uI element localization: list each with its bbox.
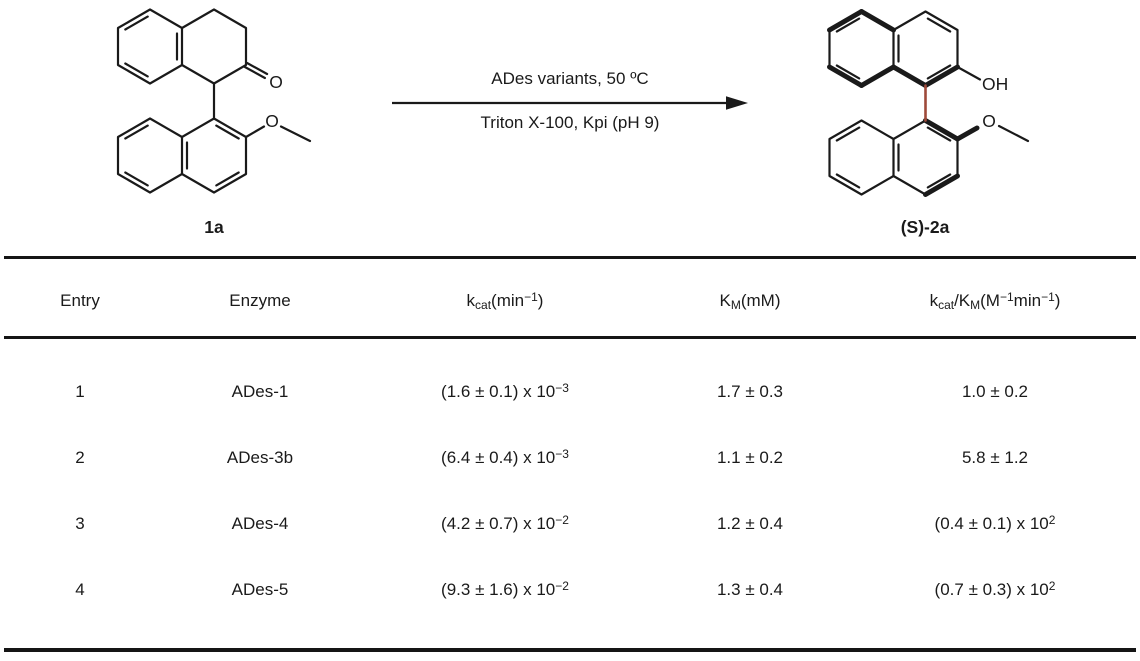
- kcat-value: (9.3 ± 1.6) x 10: [441, 580, 556, 599]
- table-row: 3 ADes-4 (4.2 ± 0.7) x 10−2 1.2 ± 0.4 (0…: [0, 491, 1140, 557]
- reaction-arrow: [392, 96, 748, 110]
- ratio-value: (0.7 ± 0.3) x 10: [934, 580, 1049, 599]
- cell-enzyme: ADes-4: [231, 514, 289, 533]
- conditions-line-1: ADes variants, 50 ºC: [491, 69, 648, 88]
- cell-ratio: 1.0 ± 0.2: [850, 382, 1140, 402]
- kcat-unit: (min: [491, 291, 525, 310]
- substrate-label: 1a: [204, 217, 224, 237]
- cell-km: 1.2 ± 0.4: [716, 514, 784, 533]
- ratio-k: k: [929, 291, 939, 310]
- product-label: (S)-2a: [901, 217, 950, 237]
- ratio-unit-open: (M: [980, 291, 1000, 310]
- header-entry: Entry: [60, 291, 100, 310]
- ratio-exponent-2: −1: [1041, 290, 1055, 304]
- ratio-value-exponent: 2: [1048, 579, 1056, 593]
- cell-entry: 3: [75, 514, 85, 533]
- ratio-exponent-1: −1: [999, 290, 1014, 304]
- header-enzyme: Enzyme: [229, 291, 291, 310]
- scheme-canvas: O O 1a ADes variants, 50 ºC Triton X-100…: [116, 8, 1030, 237]
- product-methoxy-oxygen-label: O: [982, 111, 996, 131]
- conditions-line-2: Triton X-100, Kpi (pH 9): [481, 113, 660, 132]
- table-row: 2 ADes-3b (6.4 ± 0.4) x 10−3 1.1 ± 0.2 5…: [0, 425, 1140, 491]
- product-structure: [828, 10, 1030, 196]
- product-bold-bonds: [827, 9, 980, 197]
- cell-ratio: 5.8 ± 1.2: [850, 448, 1140, 468]
- ratio-min: min: [1013, 291, 1042, 310]
- cell-km: 1.7 ± 0.3: [716, 382, 784, 401]
- substrate-methoxy-oxygen-label: O: [265, 111, 279, 131]
- table-row: 1 ADes-1 (1.6 ± 0.1) x 10−3 1.7 ± 0.3 1.…: [0, 359, 1140, 425]
- cell-entry: 1: [75, 382, 85, 401]
- kcat-value-exponent: −3: [555, 447, 569, 461]
- kcat-value: (4.2 ± 0.7) x 10: [441, 514, 556, 533]
- kcat-value-exponent: −2: [555, 513, 569, 527]
- ratio-value: 5.8 ± 1.2: [961, 448, 1029, 467]
- ketone-oxygen-label: O: [269, 72, 283, 92]
- km-subscript: M: [730, 298, 741, 312]
- ratio-cat-subscript: cat: [938, 298, 955, 312]
- km-unit: (mM): [740, 291, 781, 310]
- kcat-value-exponent: −3: [555, 381, 569, 395]
- ratio-value-exponent: 2: [1048, 513, 1056, 527]
- hydroxyl-label: OH: [982, 74, 1008, 94]
- ratio-slash-k: /K: [954, 291, 971, 310]
- ratio-m-subscript: M: [970, 298, 981, 312]
- ratio-close: ): [1054, 291, 1061, 310]
- kcat-base: k: [466, 291, 476, 310]
- table-row: 4 ADes-5 (9.3 ± 1.6) x 10−2 1.3 ± 0.4 (0…: [0, 557, 1140, 623]
- cell-enzyme: ADes-5: [231, 580, 289, 599]
- ratio-value: (0.4 ± 0.1) x 10: [934, 514, 1049, 533]
- cell-kcat: (4.2 ± 0.7) x 10−2: [360, 514, 650, 534]
- cell-km: 1.1 ± 0.2: [716, 448, 784, 467]
- cell-kcat: (9.3 ± 1.6) x 10−2: [360, 580, 650, 600]
- cell-entry: 4: [75, 580, 85, 599]
- cell-enzyme: ADes-3b: [226, 448, 294, 467]
- cell-kcat: (6.4 ± 0.4) x 10−3: [360, 448, 650, 468]
- kcat-close: ): [537, 291, 544, 310]
- cell-entry: 2: [75, 448, 85, 467]
- kcat-subscript: cat: [475, 298, 492, 312]
- reaction-scheme: O O 1a ADes variants, 50 ºC Triton X-100…: [0, 0, 1140, 255]
- table-rule-top: [4, 256, 1136, 259]
- ratio-value: 1.0 ± 0.2: [961, 382, 1029, 401]
- arrow-head-icon: [726, 96, 748, 110]
- substrate-structure: [116, 8, 312, 194]
- kcat-value-exponent: −2: [555, 579, 569, 593]
- kcat-value: (6.4 ± 0.4) x 10: [441, 448, 556, 467]
- cell-km: 1.3 ± 0.4: [716, 580, 784, 599]
- kcat-exponent: −1: [524, 290, 538, 304]
- table-rule-header: [4, 336, 1136, 339]
- table-rule-bottom: [4, 648, 1136, 652]
- cell-enzyme: ADes-1: [231, 382, 289, 401]
- kcat-value: (1.6 ± 0.1) x 10: [441, 382, 556, 401]
- cell-kcat: (1.6 ± 0.1) x 10−3: [360, 382, 650, 402]
- km-base: K: [719, 291, 731, 310]
